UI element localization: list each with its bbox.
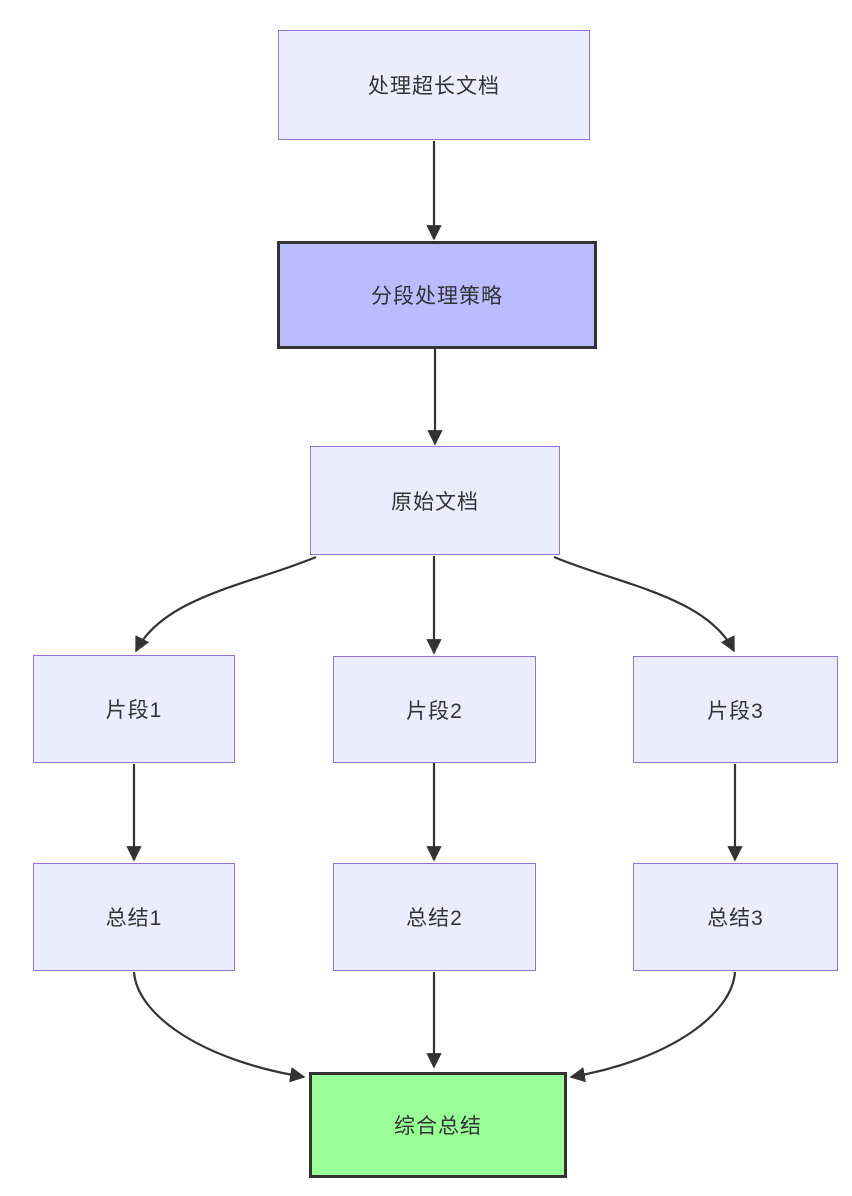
- node-strategy: 分段处理策略: [277, 241, 597, 349]
- edge-summary3-final: [569, 971, 737, 1083]
- node-fragment-2: 片段2: [333, 656, 536, 763]
- node-strategy-label: 分段处理策略: [371, 285, 503, 308]
- node-summary-3-label: 总结3: [707, 907, 764, 930]
- node-fragment-3: 片段3: [633, 656, 838, 763]
- edge-summary1-final: [132, 971, 306, 1083]
- node-fragment-1-label: 片段1: [105, 699, 163, 722]
- edge-original-fragment3: [553, 555, 735, 653]
- node-task: 处理超长文档: [278, 30, 590, 140]
- node-fragment-1: 片段1: [33, 655, 235, 763]
- node-original-doc-label: 原始文档: [391, 490, 479, 514]
- node-original-doc: 原始文档: [310, 446, 560, 555]
- node-final-summary: 综合总结: [309, 1072, 567, 1178]
- node-summary-1-label: 总结1: [105, 907, 163, 930]
- node-task-label: 处理超长文档: [368, 75, 500, 98]
- edge-original-fragment1: [135, 555, 317, 653]
- node-fragment-2-label: 片段2: [406, 699, 463, 723]
- node-fragment-3-label: 片段3: [707, 699, 764, 723]
- node-summary-1: 总结1: [33, 863, 235, 971]
- node-summary-2: 总结2: [333, 863, 536, 971]
- node-summary-3: 总结3: [633, 863, 838, 971]
- node-summary-2-label: 总结2: [406, 907, 463, 930]
- node-final-summary-label: 综合总结: [394, 1115, 482, 1138]
